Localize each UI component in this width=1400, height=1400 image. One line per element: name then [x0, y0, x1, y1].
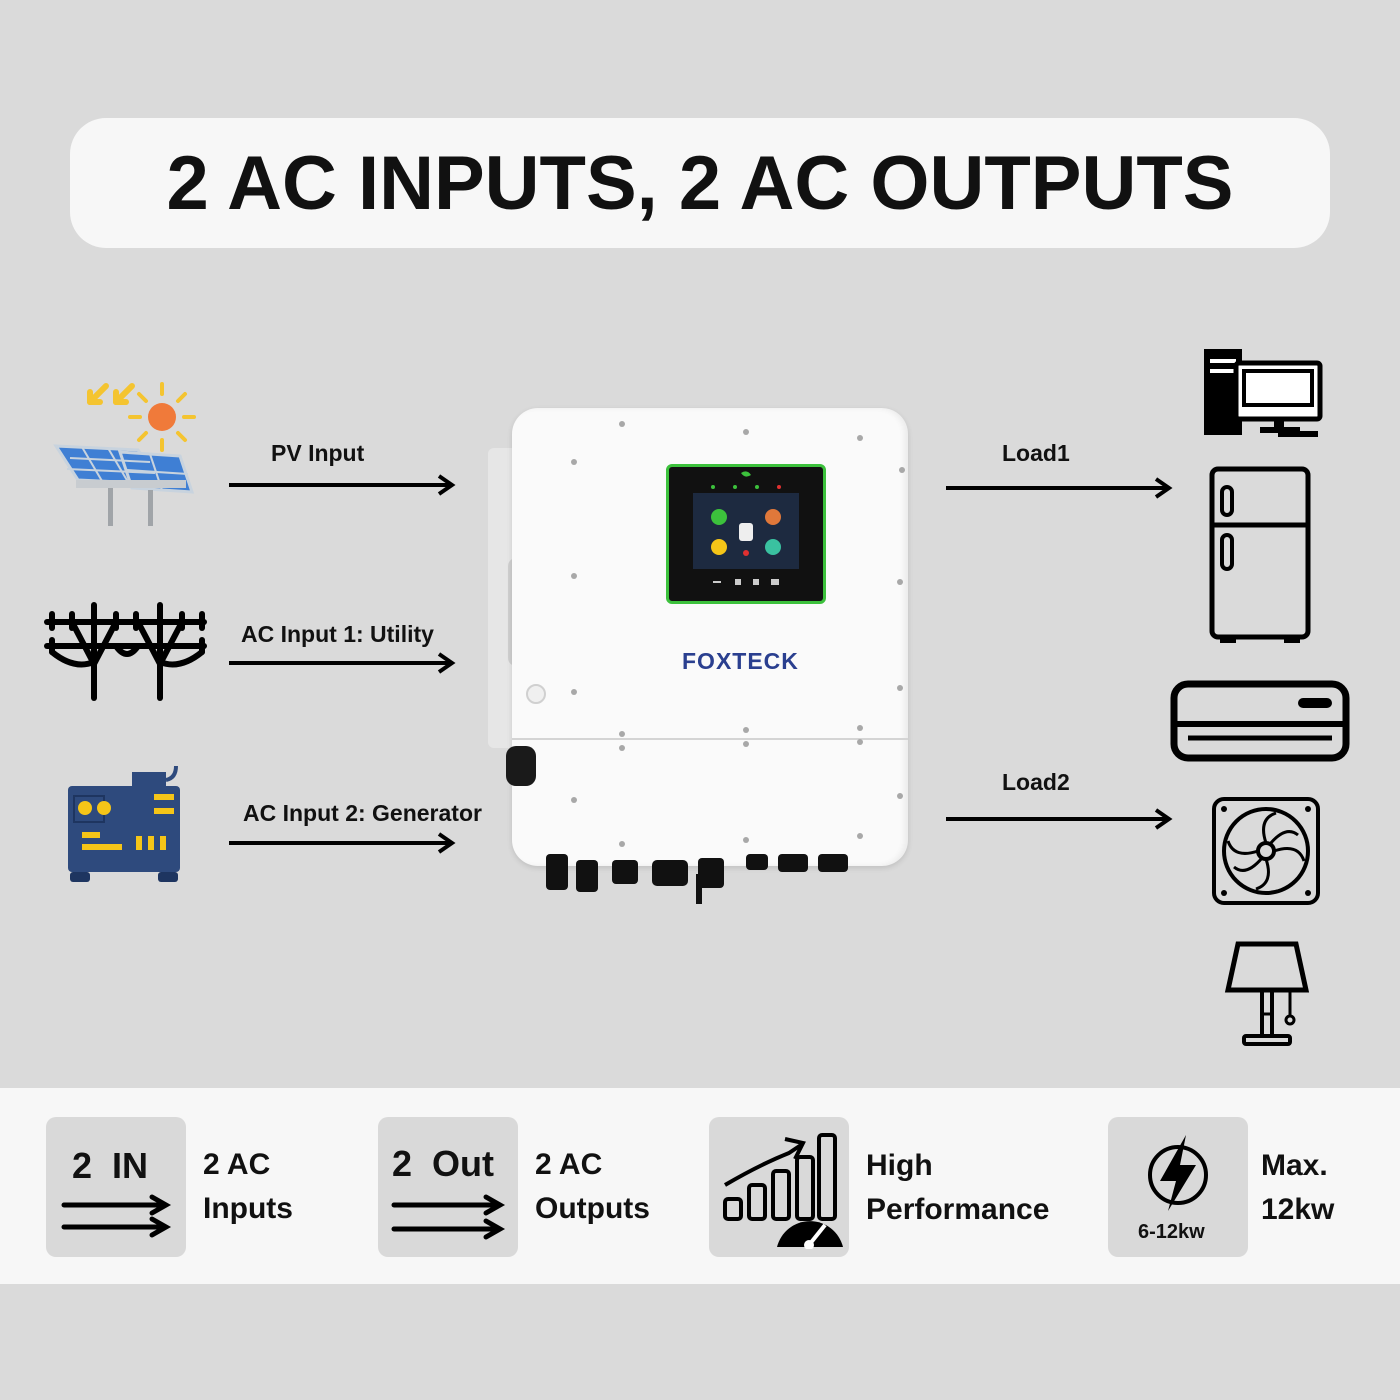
title-banner: 2 AC INPUTS, 2 AC OUTPUTS	[70, 118, 1330, 248]
load1-label: Load1	[1002, 440, 1070, 466]
refrigerator-icon	[1209, 466, 1311, 643]
utility-input-label: AC Input 1: Utility	[241, 621, 434, 647]
page-title: 2 AC INPUTS, 2 AC OUTPUTS	[166, 140, 1234, 226]
inverter-unit: FOXTECK	[482, 408, 914, 908]
feature-box-inputs-label: 2 IN	[72, 1145, 149, 1186]
load2-arrow	[946, 808, 1173, 830]
feature-power-line1: Max.	[1261, 1149, 1328, 1182]
feature-box-outputs: 2 Out	[378, 1117, 518, 1257]
feature-inputs-line2: Inputs	[203, 1192, 293, 1225]
double-arrow-icon	[61, 1194, 172, 1238]
cable-connectors	[546, 854, 848, 904]
air-conditioner-icon	[1170, 680, 1350, 762]
feature-box-outputs-label: 2 Out	[392, 1143, 495, 1184]
feature-box-performance	[709, 1117, 849, 1257]
feature-power-line2: 12kw	[1261, 1193, 1335, 1226]
feature-inputs-line1: 2 AC	[203, 1148, 271, 1181]
generator-icon	[68, 765, 180, 882]
feature-outputs-line1: 2 AC	[535, 1148, 603, 1181]
load2-label: Load2	[1002, 769, 1070, 795]
pv-switch-knob	[506, 746, 536, 786]
utility-pole-icon	[44, 602, 207, 701]
load1-arrow	[946, 477, 1173, 499]
power-range-label: 6-12kw	[1138, 1221, 1205, 1243]
utility-input-arrow	[229, 652, 456, 674]
feature-performance-line1: High	[866, 1149, 933, 1182]
pv-input-arrow	[229, 474, 456, 496]
double-arrow-icon	[391, 1194, 506, 1240]
inverter-display	[666, 464, 826, 604]
feature-box-inputs: 2 IN	[46, 1117, 186, 1257]
computer-icon	[1204, 349, 1323, 437]
inverter-seam	[512, 738, 908, 740]
generator-input-arrow	[229, 832, 456, 854]
lamp-icon	[1224, 941, 1310, 1046]
performance-chart-icon	[723, 1133, 843, 1249]
solar-panel-icon	[53, 382, 196, 526]
screw-dots	[571, 421, 905, 847]
pv-input-label: PV Input	[271, 440, 365, 466]
generator-input-label: AC Input 2: Generator	[243, 800, 482, 826]
inverter-brand: FOXTECK	[682, 648, 799, 674]
lightning-bolt-icon	[1148, 1135, 1208, 1211]
feature-box-power: 6-12kw	[1108, 1117, 1248, 1257]
fan-icon	[1212, 797, 1320, 905]
switch-button	[526, 684, 546, 704]
feature-outputs-line2: Outputs	[535, 1192, 650, 1225]
display-screen	[693, 471, 799, 585]
feature-performance-line2: Performance	[866, 1193, 1050, 1226]
